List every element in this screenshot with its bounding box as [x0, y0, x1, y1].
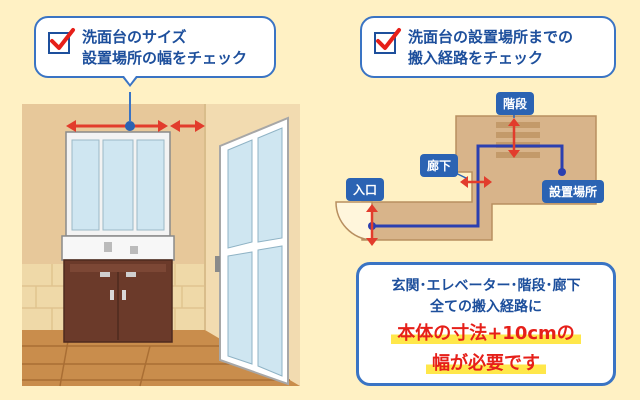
callout-pointer-dot	[125, 121, 135, 131]
checkbox-icon	[374, 28, 401, 54]
install-place-label: 設置場所	[542, 180, 605, 203]
callout-line-2: 設置場所の幅をチェック	[82, 49, 248, 67]
route-diagram	[335, 108, 597, 246]
size-check-callout: 洗面台のサイズ 設置場所の幅をチェック	[34, 16, 276, 78]
width-arrow	[66, 120, 205, 132]
callout-line-2: 搬入経路をチェック	[408, 49, 544, 67]
hallway-label: 廊下	[420, 154, 459, 177]
stairs-label: 階段	[496, 92, 535, 115]
note-line-1: 玄関･エレベーター･階段･廊下	[391, 278, 581, 294]
note-line-4: 幅が必要です	[426, 353, 546, 374]
callout-line-1: 洗面台の設置場所までの	[408, 28, 574, 46]
callout-line-1: 洗面台のサイズ	[82, 28, 187, 46]
note-line-2: 全ての搬入経路に	[430, 299, 542, 315]
route-check-callout: 洗面台の設置場所までの 搬入経路をチェック	[360, 16, 616, 78]
checkbox-icon	[48, 28, 75, 54]
entrance-label: 入口	[346, 178, 385, 201]
note-line-3: 本体の寸法+10cmの	[391, 323, 581, 344]
requirement-note: 玄関･エレベーター･階段･廊下 全ての搬入経路に 本体の寸法+10cmの 幅が必…	[356, 262, 616, 386]
